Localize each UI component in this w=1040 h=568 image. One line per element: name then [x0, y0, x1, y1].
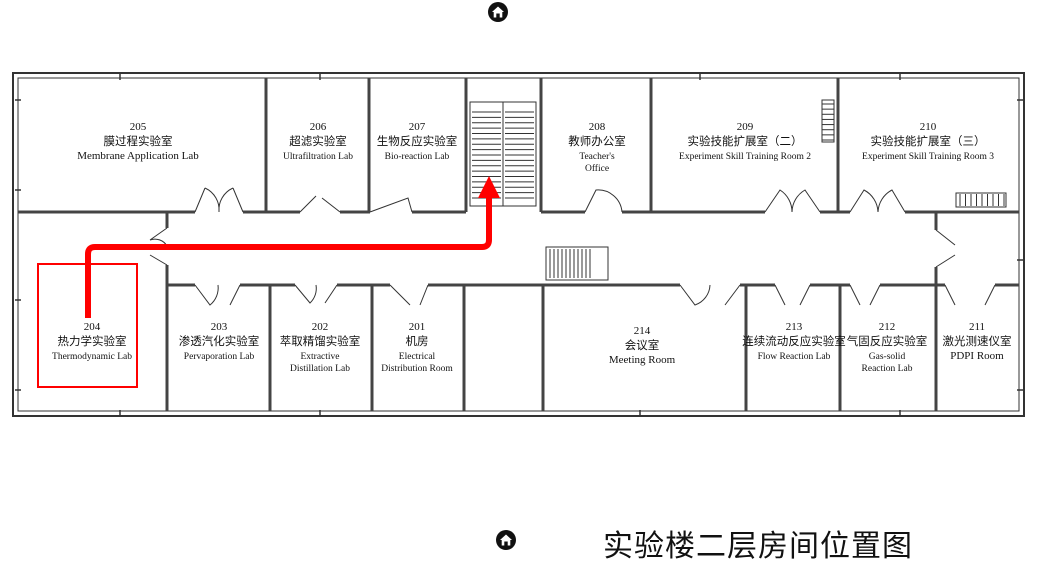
room-name-en: Gas-solid — [869, 352, 906, 362]
exit-home-icon — [495, 529, 517, 551]
room-number: 208 — [589, 121, 606, 133]
room-number: 202 — [312, 321, 329, 333]
room-name-cn: 膜过程实验室 — [104, 134, 173, 148]
room-name-cn: 激光测速仪室 — [943, 334, 1012, 348]
room-name-cn: 机房 — [406, 334, 429, 348]
room-name-en: Office — [585, 163, 609, 174]
staircase-main — [469, 101, 537, 207]
staircase-small-209 — [821, 99, 835, 143]
room-name-cn: 连续流动反应实验室 — [742, 334, 846, 348]
room-name-en: Membrane Application Lab — [77, 150, 199, 162]
room-number: 201 — [409, 321, 426, 333]
room-name-cn: 实验技能扩展室（三） — [871, 134, 986, 148]
room-name-cn: 渗透汽化实验室 — [179, 334, 260, 348]
room-name-en: Pervaporation Lab — [184, 352, 255, 362]
room-number: 206 — [310, 121, 327, 133]
room-name-cn: 热力学实验室 — [58, 334, 127, 348]
room-name-en: Experiment Skill Training Room 3 — [862, 152, 994, 162]
room-name-en: PDPI Room — [950, 350, 1004, 362]
room-name-en: Teacher's — [579, 152, 615, 162]
room-name-cn: 气固反应实验室 — [847, 334, 928, 348]
room-number: 211 — [969, 321, 985, 333]
room-name-cn: 萃取精馏实验室 — [280, 334, 361, 348]
staircase-small-210 — [955, 192, 1007, 208]
room-number: 207 — [409, 121, 426, 133]
route-arrow — [85, 176, 500, 318]
room-name-en: Reaction Lab — [862, 364, 913, 374]
doors — [149, 187, 996, 306]
room-name-en: Thermodynamic Lab — [52, 352, 132, 362]
room-name-cn: 生物反应实验室 — [377, 134, 458, 148]
room-name-en: Distillation Lab — [290, 364, 350, 374]
room-name-en: Bio-reaction Lab — [385, 152, 450, 162]
room-name-en: Extractive — [300, 352, 339, 362]
exit-home-icon — [487, 1, 509, 23]
outer-wall — [12, 72, 1025, 417]
room-name-en: Flow Reaction Lab — [758, 352, 831, 362]
room-name-cn: 实验技能扩展室（二） — [688, 134, 803, 148]
staircase-lower — [545, 246, 609, 281]
interior-walls — [18, 78, 1019, 411]
window-marks — [15, 74, 1023, 416]
room-name-en: Ultrafiltration Lab — [283, 151, 353, 162]
room-name-en: Distribution Room — [381, 364, 453, 374]
room-number: 210 — [920, 121, 937, 133]
room-name-cn: 教师办公室 — [568, 134, 626, 148]
room-number: 213 — [786, 321, 803, 333]
room-name-en: Meeting Room — [609, 354, 676, 366]
room-number: 205 — [130, 121, 147, 133]
room-name-cn: 超滤实验室 — [289, 134, 347, 148]
room-number: 212 — [879, 321, 896, 333]
room-number: 203 — [211, 321, 228, 333]
room-number: 204 — [84, 321, 101, 333]
plan-caption: 实验楼二层房间位置图 — [603, 529, 913, 564]
room-name-cn: 会议室 — [625, 338, 660, 352]
room-name-en: Experiment Skill Training Room 2 — [679, 152, 811, 162]
room-number: 209 — [737, 121, 754, 133]
room-number: 214 — [634, 325, 651, 337]
room-name-en: Electrical — [399, 352, 436, 362]
